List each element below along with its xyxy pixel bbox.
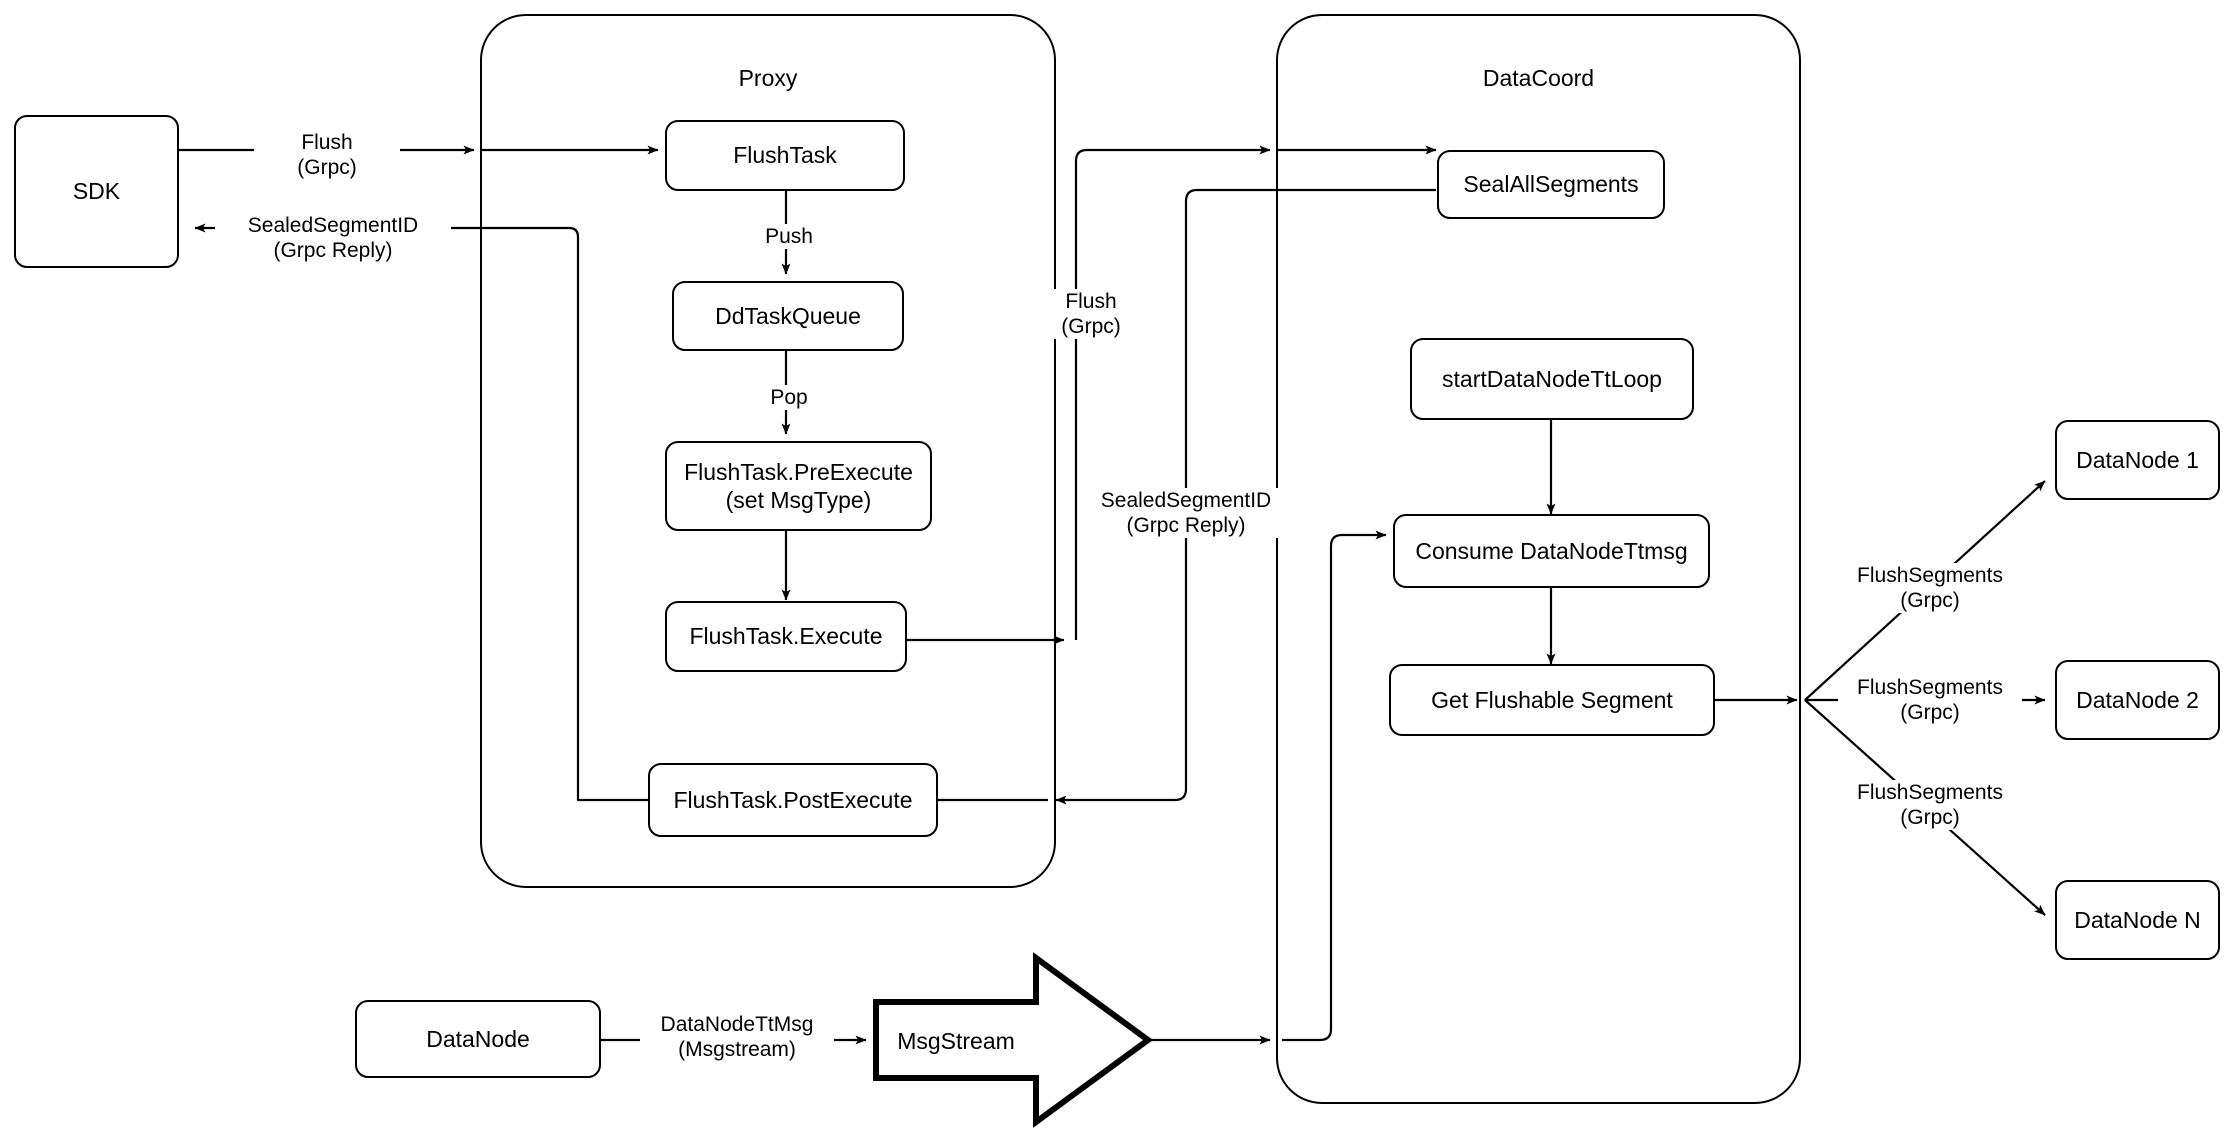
edge-label-datanode-to-msgstream: DataNodeTtMsg (Msgstream): [640, 1012, 834, 1063]
node-msgstream-label[interactable]: MsgStream: [897, 1028, 1015, 1054]
edge-label-proxy-to-datacoord: Flush (Grpc): [1033, 289, 1149, 340]
node-sdk[interactable]: SDK: [14, 115, 179, 268]
node-datanode-bottom[interactable]: DataNode: [355, 1000, 601, 1078]
edge-label-proxy-to-sdk: SealedSegmentID (Grpc Reply): [215, 213, 451, 264]
edge-label-datacoord-to-proxy: SealedSegmentID (Grpc Reply): [1083, 488, 1289, 539]
wire-flush-grpc-riser: [1074, 145, 1271, 640]
edge-label-push: Push: [746, 224, 832, 250]
datacoord-container-title: DataCoord: [1482, 65, 1595, 91]
node-datanode-n[interactable]: DataNode N: [2055, 880, 2220, 960]
proxy-container: [480, 14, 1056, 888]
edge-label-sdk-to-proxy: Flush (Grpc): [254, 130, 400, 181]
node-flushtask[interactable]: FlushTask: [665, 120, 905, 191]
datacoord-container: [1276, 14, 1801, 1104]
node-startdatanodettloop[interactable]: startDataNodeTtLoop: [1410, 338, 1694, 420]
node-consume-datanodettmsg[interactable]: Consume DataNodeTtmsg: [1393, 514, 1710, 588]
edge-label-pop: Pop: [751, 385, 827, 411]
edge-label-flushsegments-2: FlushSegments (Grpc): [1838, 675, 2022, 726]
edge-label-flushsegments-n: FlushSegments (Grpc): [1838, 780, 2022, 831]
edge-label-flushsegments-1: FlushSegments (Grpc): [1838, 563, 2022, 614]
node-datanode-2[interactable]: DataNode 2: [2055, 660, 2220, 740]
node-flushtask-preexecute[interactable]: FlushTask.PreExecute (set MsgType): [665, 441, 932, 531]
node-get-flushable-segment[interactable]: Get Flushable Segment: [1389, 664, 1715, 736]
node-ddtaskqueue[interactable]: DdTaskQueue: [672, 281, 904, 351]
proxy-container-title: Proxy: [738, 65, 798, 91]
node-flushtask-execute[interactable]: FlushTask.Execute: [665, 601, 907, 672]
node-datanode-1[interactable]: DataNode 1: [2055, 420, 2220, 500]
node-flushtask-postexecute[interactable]: FlushTask.PostExecute: [648, 763, 938, 837]
node-sealallsegments[interactable]: SealAllSegments: [1437, 150, 1665, 219]
